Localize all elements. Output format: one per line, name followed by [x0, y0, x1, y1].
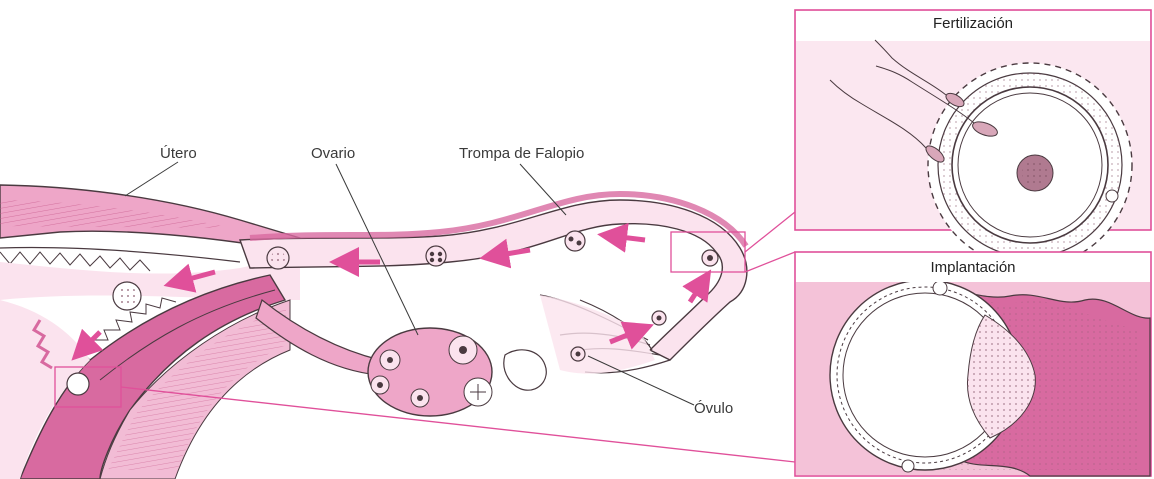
label-ovulo: Óvulo — [694, 401, 733, 416]
fertilization-title: Fertilización — [795, 16, 1151, 31]
egg-cell-icon — [565, 231, 585, 251]
implantation-title: Implantación — [795, 260, 1151, 275]
label-ovario: Ovario — [311, 146, 355, 161]
fertilization-panel — [795, 10, 1151, 267]
label-trompa: Trompa de Falopio — [459, 146, 584, 161]
ovary — [368, 328, 546, 416]
egg-cell-icon — [426, 246, 446, 266]
arrow-icon — [612, 236, 645, 240]
label-utero: Útero — [160, 146, 197, 161]
arrow-icon — [82, 332, 100, 350]
arrow-icon — [690, 282, 703, 302]
implantation-panel — [795, 252, 1151, 476]
egg-cell-icon — [67, 373, 89, 395]
uterus — [0, 185, 380, 479]
